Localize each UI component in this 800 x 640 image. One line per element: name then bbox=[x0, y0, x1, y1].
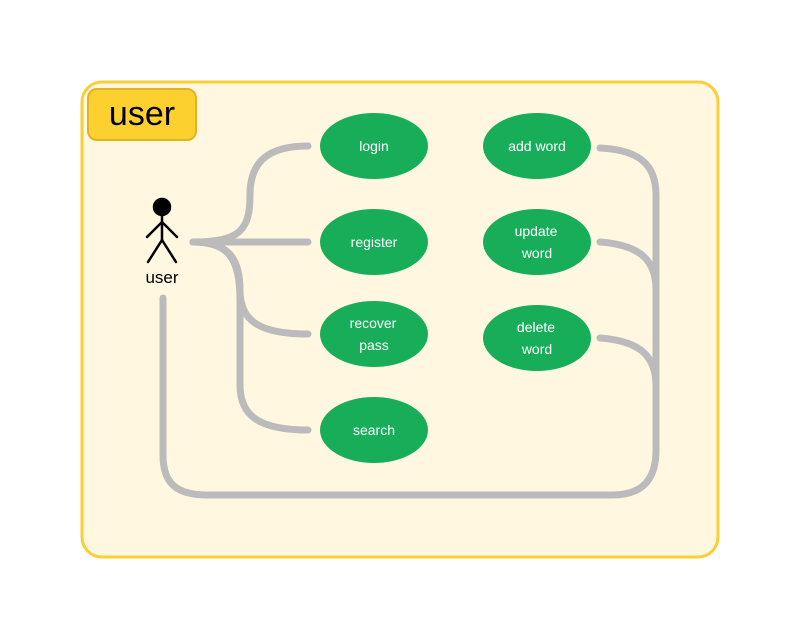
use-case-login[interactable]: login bbox=[320, 113, 428, 179]
actor-left-arm bbox=[145, 220, 164, 239]
use-case-delete-word-label-line2: word bbox=[521, 341, 552, 357]
use-case-delete-word[interactable]: delete word bbox=[483, 305, 591, 371]
connectors bbox=[159, 142, 660, 499]
actor-right-arm bbox=[160, 220, 179, 239]
use-case-register[interactable]: register bbox=[320, 209, 428, 275]
use-case-register-label: register bbox=[351, 234, 398, 250]
use-case-update-word-label-line2: word bbox=[521, 245, 552, 261]
use-case-search[interactable]: search bbox=[320, 397, 428, 463]
actor-head bbox=[152, 197, 172, 217]
frame-title: user bbox=[87, 88, 197, 141]
use-case-recover-pass[interactable]: recover pass bbox=[320, 301, 428, 367]
connector-add-word bbox=[159, 144, 660, 499]
actor-label: user bbox=[145, 268, 178, 287]
use-case-search-label: search bbox=[353, 422, 395, 438]
use-case-update-word-label-line1: update bbox=[515, 223, 558, 239]
use-case-login-label: login bbox=[359, 138, 389, 154]
connector-search bbox=[189, 238, 312, 434]
use-case-update-word[interactable]: update word bbox=[483, 209, 591, 275]
connector-delete-word bbox=[596, 334, 660, 390]
connector-login bbox=[189, 142, 312, 246]
use-case-recover-pass-label-line1: recover bbox=[350, 315, 397, 331]
use-case-add-word[interactable]: add word bbox=[483, 113, 591, 179]
connector-update-word bbox=[596, 238, 660, 294]
use-case-recover-pass-label-line2: pass bbox=[359, 337, 389, 353]
use-case-add-word-label: add word bbox=[508, 138, 566, 154]
actor-figure bbox=[145, 197, 179, 264]
actor-left-leg bbox=[146, 238, 164, 264]
actor-right-leg bbox=[160, 238, 178, 264]
use-case-delete-word-label-line1: delete bbox=[517, 319, 555, 335]
